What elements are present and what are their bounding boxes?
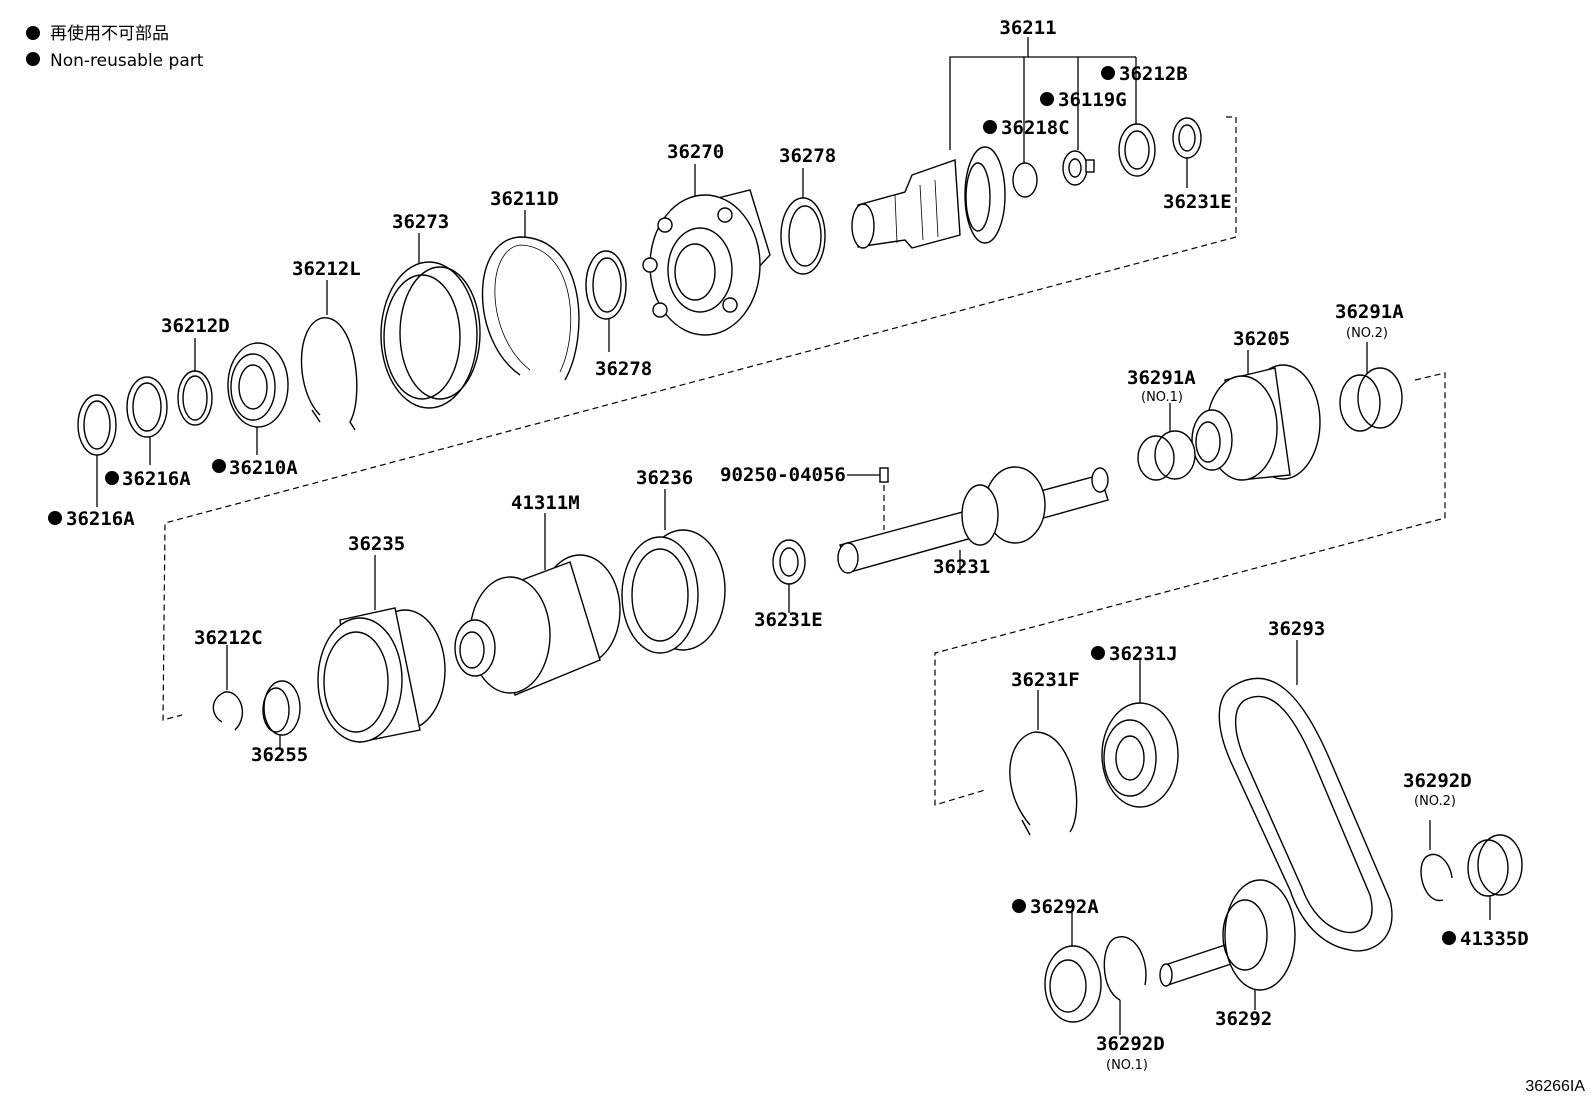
label-36212C: 36212C [194, 627, 263, 649]
part-36291A-no1-bearing [1137, 403, 1196, 481]
part-36273-ring-gear [380, 233, 481, 409]
label-41335D: 41335D [1460, 928, 1529, 950]
label-36278-top: 36278 [779, 145, 836, 167]
group-outlines [162, 116, 1446, 806]
part-36292D-no1-ring [1103, 935, 1147, 1035]
plug-90250-icon [879, 467, 889, 483]
label-90250-04056: 90250-04056 [720, 464, 846, 486]
label-36231F: 36231F [1011, 669, 1080, 691]
part-36212L-snap-ring [300, 280, 358, 431]
part-36212C-snap-ring [212, 645, 244, 731]
legend-line-en: Non-reusable part [50, 51, 204, 71]
label-36231: 36231 [933, 556, 990, 578]
output-shaft-body [857, 159, 961, 249]
part-36292D-no2-ring [1420, 820, 1453, 901]
label-41311M: 41311M [511, 492, 580, 514]
part-36205-drive-sprocket [1191, 350, 1321, 481]
part-41311M-gear [454, 513, 621, 696]
part-36216A-washers [77, 376, 168, 507]
label-36211D: 36211D [490, 188, 559, 210]
part-36236-ring [621, 489, 726, 654]
legend: 再使用不可部品 Non-reusable part [26, 23, 204, 71]
label-36255: 36255 [251, 744, 308, 766]
legend-dot-icon [26, 26, 40, 40]
upper-group-outline [162, 116, 1237, 721]
label-36212L: 36212L [292, 258, 361, 280]
part-labels: 36211 36212B 36119G 36218C 36231E 36270 … [66, 17, 1529, 1073]
label-36292D-no2: 36292D [1403, 770, 1472, 792]
label-36231E-top: 36231E [1163, 191, 1232, 213]
leader-36211 [949, 56, 1136, 150]
output-shaft-flange [964, 146, 1006, 244]
part-36218C-spacer [1012, 162, 1038, 198]
label-36212D: 36212D [161, 315, 230, 337]
label-36119G: 36119G [1058, 89, 1127, 111]
part-36270-planetary-carrier [642, 164, 771, 336]
label-36212B: 36212B [1119, 63, 1188, 85]
part-36231-input-shaft [837, 466, 1109, 575]
label-no1-b: (NO.1) [1106, 1058, 1148, 1073]
label-36236: 36236 [636, 467, 693, 489]
part-36231J-bearing [1101, 660, 1179, 808]
part-36212D-ring [177, 338, 213, 426]
label-36278-low: 36278 [595, 358, 652, 380]
legend-dot-icon [26, 52, 40, 66]
part-36255-washer [262, 680, 301, 750]
label-36218C: 36218C [1001, 117, 1070, 139]
part-36119G-plug [1062, 150, 1088, 186]
part-36293-chain [1218, 640, 1393, 952]
part-36231F-snap-ring [1009, 690, 1078, 836]
part-41335D-bearing [1467, 834, 1523, 920]
label-36293: 36293 [1268, 618, 1325, 640]
part-36210A-bearing [227, 342, 289, 455]
label-no1-a: (NO.1) [1141, 390, 1183, 405]
label-no2-b: (NO.2) [1414, 794, 1456, 809]
part-36278-washer-low [585, 250, 627, 352]
label-36231E-mid: 36231E [754, 609, 823, 631]
part-36231E-bearing-mid [772, 539, 806, 613]
label-36273: 36273 [392, 211, 449, 233]
part-36291A-no2-bearing [1339, 342, 1403, 432]
label-36216A-1: 36216A [122, 468, 191, 490]
part-36231E-bearing-top [1172, 117, 1202, 159]
label-no2-a: (NO.2) [1346, 326, 1388, 341]
figure-id: 36266IA [1525, 1078, 1585, 1095]
snap-ring-36211D-shape [481, 236, 580, 381]
label-36235: 36235 [348, 533, 405, 555]
label-36291A-no2: 36291A [1335, 301, 1404, 323]
part-36278-washer-top [780, 168, 826, 275]
part-36292-driven-sprocket [1159, 879, 1296, 1010]
legend-line-jp: 再使用不可部品 [50, 23, 169, 44]
label-36292D-no1: 36292D [1096, 1033, 1165, 1055]
label-36292: 36292 [1215, 1008, 1272, 1030]
label-36216A-2: 36216A [66, 508, 135, 530]
middle-group-outline [934, 372, 1446, 806]
label-36205: 36205 [1233, 328, 1290, 350]
label-36292A: 36292A [1030, 896, 1099, 918]
part-36211D-snap-ring [481, 210, 580, 381]
label-36210A: 36210A [229, 457, 298, 479]
label-36211: 36211 [999, 17, 1056, 39]
part-36211-assembly [851, 37, 1202, 249]
part-36292A-bearing [1044, 912, 1102, 1023]
part-36235-clutch-drum [317, 555, 446, 743]
label-36231J: 36231J [1109, 643, 1178, 665]
label-36270: 36270 [667, 141, 724, 163]
non-reusable-markers [48, 66, 1456, 945]
label-36291A-no1: 36291A [1127, 367, 1196, 389]
